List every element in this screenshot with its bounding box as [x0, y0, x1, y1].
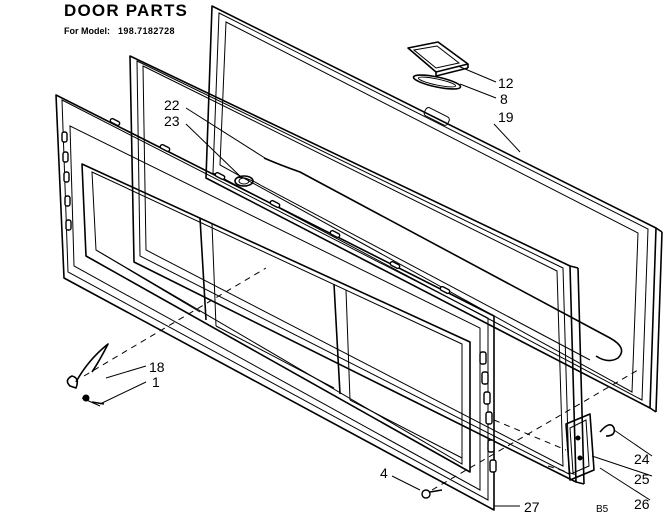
front-door-panel: [55, 94, 497, 511]
callout-27: 27: [524, 499, 540, 515]
callout-19: 19: [498, 109, 514, 125]
callout-25: 25: [634, 471, 650, 487]
corner-mark: B5: [596, 504, 609, 515]
diagram-title: DOOR PARTS: [64, 1, 189, 20]
callout-26: 26: [634, 496, 650, 512]
spring-and-screw: [66, 343, 109, 407]
model-number: 198.7182728: [118, 26, 175, 36]
model-line: For Model: 198.7182728: [64, 26, 175, 36]
callout-8: 8: [500, 91, 508, 107]
callout-24: 24: [634, 451, 650, 467]
model-prefix: For Model:: [64, 26, 110, 36]
vent-part: [407, 41, 469, 77]
callout-12: 12: [498, 75, 514, 91]
callout-4: 4: [380, 465, 388, 481]
hinge-bracket: [565, 413, 616, 481]
outer-door-panel: [205, 5, 663, 413]
callout-18: 18: [149, 359, 165, 375]
gasket-wire: [234, 157, 623, 362]
callout-23: 23: [164, 113, 180, 129]
small-gasket: [412, 74, 462, 90]
leader-lines: [99, 65, 653, 507]
middle-frame: [129, 55, 585, 485]
callout-1: 1: [152, 374, 160, 390]
callout-22: 22: [164, 97, 180, 113]
screw-bottom: [421, 489, 443, 499]
assembly-lines: [83, 267, 639, 491]
